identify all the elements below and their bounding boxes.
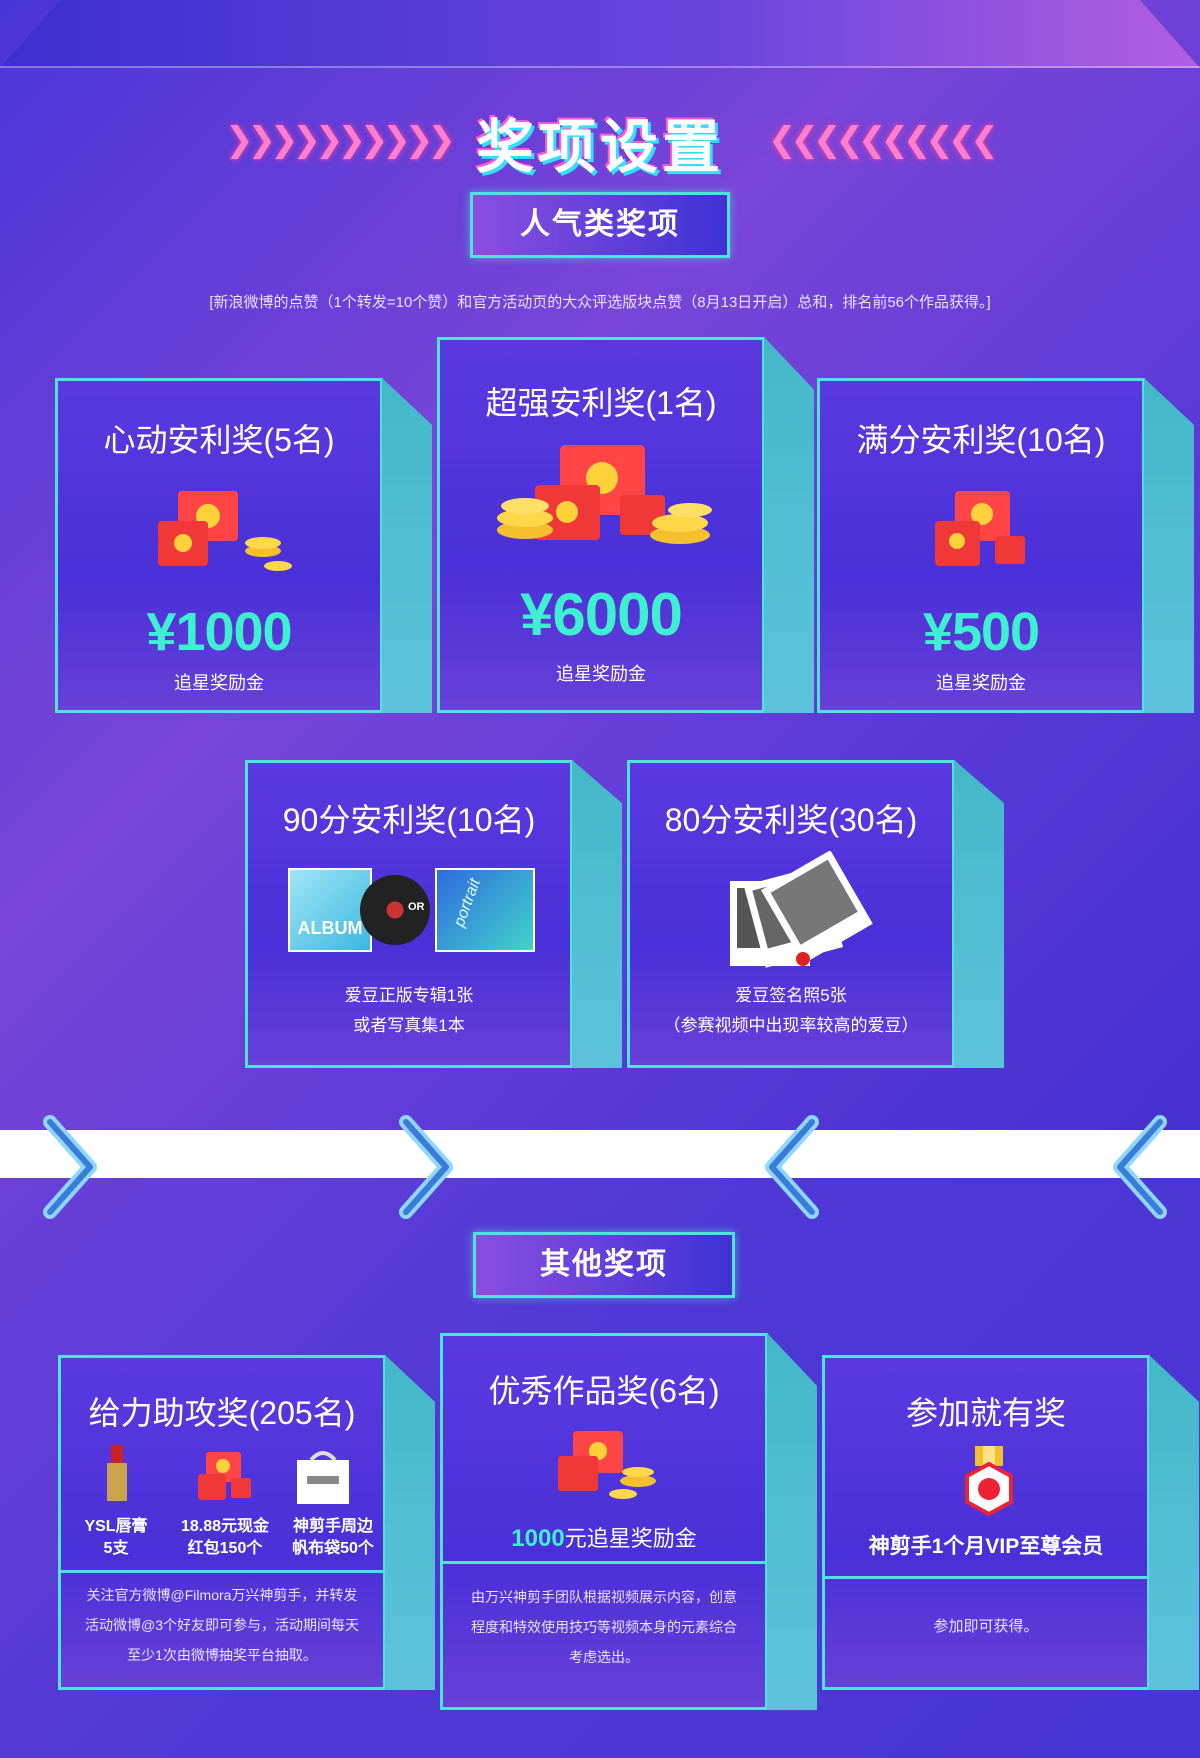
pipe-chevron-left-icon: [752, 1112, 822, 1222]
award-card-80: 80分安利奖(30名) 爱豆签名照5张 （参赛视频中出现率较高的爱豆）: [627, 760, 955, 1068]
vinyl-record-icon: [360, 875, 430, 945]
foot-line-1: 关注官方微博@Filmora万兴神剪手，并转发: [86, 1587, 358, 1603]
foot-line-1: 参加即可获得。: [933, 1618, 1039, 1635]
prize-subtitle: 神剪手1个月VIP至尊会员: [868, 1535, 1104, 1558]
card-title: 80分安利奖(30名): [664, 802, 918, 838]
foot-line-3: 至少1次由微博抽奖平台抽取。: [127, 1647, 317, 1663]
award-card-full: 满分安利奖(10名) ¥500 追星奖励金: [817, 378, 1145, 713]
prize-amount: ¥6000: [520, 581, 683, 648]
red-envelope-coins-icon: [497, 445, 712, 544]
pipe-chevron-right-icon: [396, 1112, 466, 1222]
prize-amount: ¥500: [922, 602, 1040, 662]
card-title: 给力助攻奖(205名): [88, 1395, 356, 1431]
foot-line-1: 由万兴神剪手团队根据视频展示内容，创意: [471, 1589, 737, 1605]
red-envelope-coins-icon: [558, 1431, 656, 1499]
white-band: [0, 1130, 1200, 1178]
medal-icon: [965, 1446, 1013, 1516]
chevrons-right-icon: ❯❯❯❯❯❯❯❯❯❯: [225, 121, 456, 159]
red-envelope-icon: [198, 1452, 251, 1500]
lipstick-icon: [107, 1445, 127, 1501]
section-popularity-label: 人气类奖项: [470, 192, 730, 258]
award-card-heart: 心动安利奖(5名) ¥1000 追星奖励金: [55, 378, 383, 713]
card-divider: [825, 1576, 1147, 1579]
chevrons-left-icon: ❮❮❮❮❮❮❮❮❮❮: [768, 121, 999, 159]
prize-amount: ¥1000: [146, 602, 292, 662]
prize-row: 1000元追星奖励金: [443, 1521, 765, 1553]
portrait-book-image: portrait: [435, 868, 535, 952]
card-title: 90分安利奖(10名): [282, 802, 536, 838]
card-divider: [443, 1561, 765, 1564]
prize-subtitle: 追星奖励金: [556, 664, 646, 684]
section-description: [新浪微博的点赞（1个转发=10个赞）和官方活动页的大众评选版块点赞（8月13日…: [209, 294, 991, 311]
award-card-super: 超强安利奖(1名) ¥6000 追星奖励金: [437, 337, 765, 713]
award-card-participation: 参加就有奖 神剪手1个月VIP至尊会员 参加即可获得。: [822, 1355, 1150, 1690]
pipe-chevron-left-icon: [1100, 1112, 1170, 1222]
red-envelope-coins-icon: [158, 491, 292, 571]
or-label: OR: [408, 901, 425, 913]
gift-tote: 神剪手周边帆布袋50个: [292, 1518, 374, 1557]
red-envelope-icon: [935, 491, 1025, 566]
prize-subtitle: 追星奖励金: [174, 673, 264, 693]
tote-bag-icon: [297, 1451, 349, 1504]
card-title: 心动安利奖(5名): [103, 422, 335, 458]
prize-line-2: （参赛视频中出现率较高的爱豆）: [663, 1016, 919, 1035]
prize-line-1: 爱豆正版专辑1张: [344, 986, 474, 1005]
foot-line-2: 程度和特效使用技巧等视频本身的元素综合: [471, 1619, 737, 1635]
gift-red-packet: 18.88元现金红包150个: [180, 1518, 270, 1557]
album-cover-image: ALBUM: [288, 868, 372, 952]
foot-line-2: 活动微博@3个好友即可参与，活动期间每天: [85, 1617, 359, 1633]
card-title: 满分安利奖(10名): [856, 422, 1106, 458]
award-card-90: 90分安利奖(10名) ALBUM OR portrait 爱豆正版专辑1张 或…: [245, 760, 573, 1068]
prize-line-1: 爱豆签名照5张: [735, 986, 847, 1005]
card-title: 优秀作品奖(6名): [488, 1373, 720, 1409]
section-other-label: 其他奖项: [473, 1232, 735, 1298]
prize-amount: 1000: [511, 1525, 565, 1552]
foot-line-3: 考虑选出。: [569, 1649, 639, 1665]
card-divider: [61, 1570, 383, 1573]
signed-photos-icon: [730, 851, 873, 968]
prize-line-2: 或者写真集1本: [353, 1016, 465, 1035]
card-title: 参加就有奖: [905, 1395, 1066, 1431]
prize-subtitle: 追星奖励金: [936, 673, 1026, 693]
page-title: 奖项设置: [475, 115, 724, 180]
prize-subtitle: 元追星奖励金: [564, 1526, 697, 1551]
card-title: 超强安利奖(1名): [485, 385, 717, 421]
award-card-excellent: 优秀作品奖(6名) 1000元追星奖励金 由万兴神剪手团队根据视频展示内容，创意…: [440, 1333, 768, 1710]
pipe-chevron-right-icon: [40, 1112, 110, 1222]
